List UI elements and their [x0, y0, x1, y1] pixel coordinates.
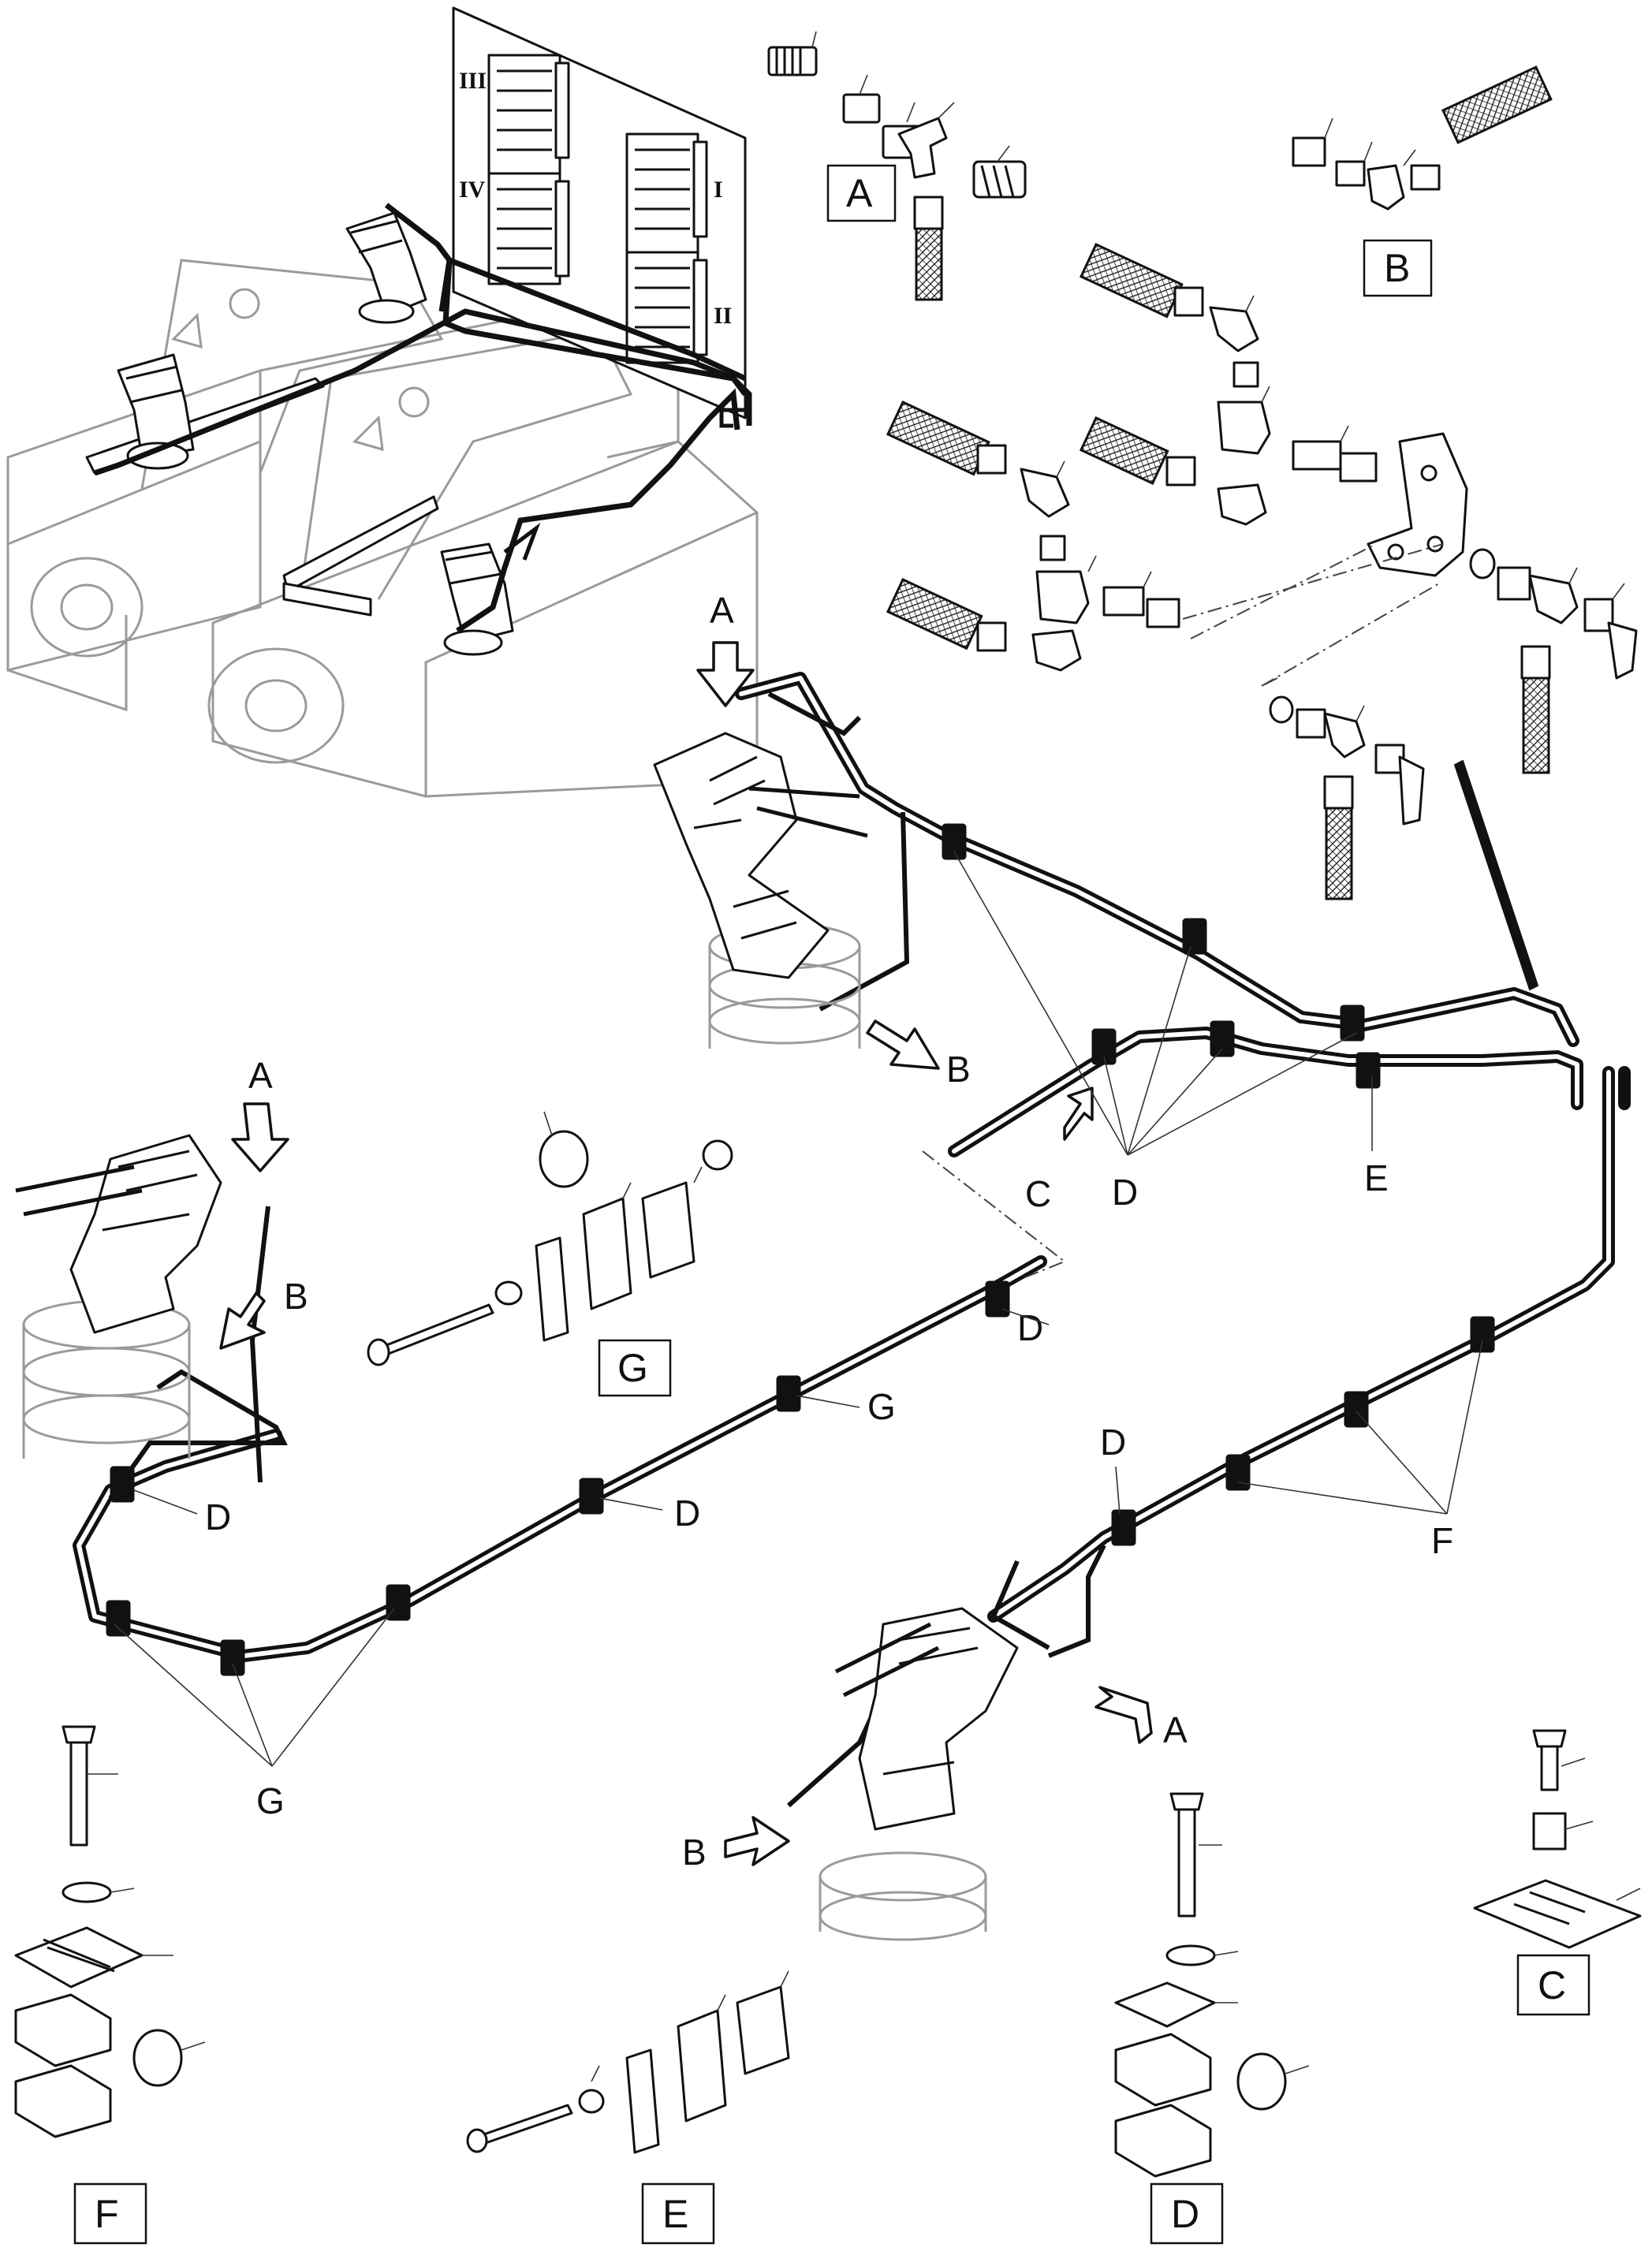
motor-lower: [819, 1607, 1019, 1941]
main-pipe-route-middle: [948, 1027, 1583, 1157]
detail-b-fittings: [1292, 65, 1553, 211]
arrow-label-b: B: [682, 1832, 707, 1873]
valve-group-i: [625, 132, 708, 254]
tee-assembly-upper: [1079, 243, 1378, 526]
machine-overview: III IV I II: [6, 6, 759, 798]
detail-box-e: [641, 2182, 715, 2245]
arrow-c[interactable]: C: [1025, 1086, 1094, 1214]
overview-motor: [117, 353, 195, 470]
detail-box-b: [1363, 239, 1433, 297]
arrow-label-a: A: [248, 1055, 273, 1096]
roman-numeral: II: [714, 303, 732, 329]
arrow-label-b: B: [946, 1049, 971, 1090]
clamp-kit-d: [1114, 1792, 1310, 2178]
arrow-label-a: A: [1163, 1709, 1188, 1750]
detail-box-g: [598, 1339, 672, 1397]
valve-group-iv: [487, 172, 570, 285]
clamp-label: D: [674, 1493, 700, 1534]
motor-upper: [653, 732, 868, 1049]
arrow-a-lower[interactable]: A: [1094, 1686, 1188, 1750]
clamp-label: F: [1431, 1520, 1453, 1561]
detail-box-label: E: [662, 2192, 688, 2236]
clamp-kit-e: [466, 1970, 790, 2154]
clamp-kit-c: [1473, 1729, 1642, 1949]
clamp-label-group: D D E D D G D D F G: [114, 851, 1483, 1821]
clamp-label: D: [1100, 1422, 1126, 1463]
clamp-label: G: [256, 1780, 285, 1821]
detail-box-label: B: [1384, 246, 1410, 290]
motor-left: [15, 1134, 222, 1459]
mounting-bracket: [1182, 432, 1468, 687]
clamp-label: D: [1112, 1172, 1138, 1213]
clamp-label: D: [205, 1496, 231, 1538]
roman-numeral: I: [714, 177, 723, 203]
roman-numeral: IV: [459, 177, 486, 203]
clamp-kit-f: [14, 1725, 206, 2138]
overview-motor: [440, 542, 514, 656]
detail-box-d: [1150, 2182, 1224, 2245]
tee-assembly-lower: [886, 401, 1180, 672]
detail-box-label: C: [1538, 1963, 1566, 2007]
arrow-b-left[interactable]: B: [219, 1276, 308, 1350]
arrow-label-b: B: [284, 1276, 308, 1317]
clamp-label: D: [1017, 1307, 1043, 1348]
valve-group-iii: [487, 54, 570, 175]
arrow-a-left[interactable]: A: [231, 1055, 289, 1172]
roman-numeral: III: [459, 68, 487, 94]
detail-box-label: G: [617, 1346, 648, 1390]
tee-assembly-bracket-right: [1469, 548, 1638, 774]
arrow-a-top[interactable]: A: [696, 590, 755, 707]
main-pipe-route-upper: [735, 672, 1579, 1047]
clamp-blocks: [106, 823, 1495, 1676]
arrow-b-lower[interactable]: B: [682, 1816, 790, 1873]
detail-box-label: D: [1171, 2192, 1199, 2236]
detail-box-c: [1516, 1954, 1590, 2016]
detail-box-label: A: [846, 171, 873, 215]
clamp-label: E: [1364, 1157, 1389, 1198]
clamp-label: G: [867, 1386, 896, 1427]
clamp-kit-g: [367, 1111, 733, 1366]
main-pipe-route-riser: [987, 1066, 1631, 1623]
tee-assembly-small: [1269, 695, 1425, 900]
detail-box-label: F: [95, 2192, 119, 2236]
arrow-label-a: A: [710, 590, 734, 631]
overview-motor: [345, 211, 427, 324]
detail-box-a: [826, 164, 897, 222]
arrow-label-c: C: [1025, 1173, 1051, 1214]
arrow-b-top[interactable]: B: [866, 1019, 971, 1090]
detail-box-f: [73, 2182, 147, 2245]
detail-a-fittings: [767, 31, 1027, 301]
